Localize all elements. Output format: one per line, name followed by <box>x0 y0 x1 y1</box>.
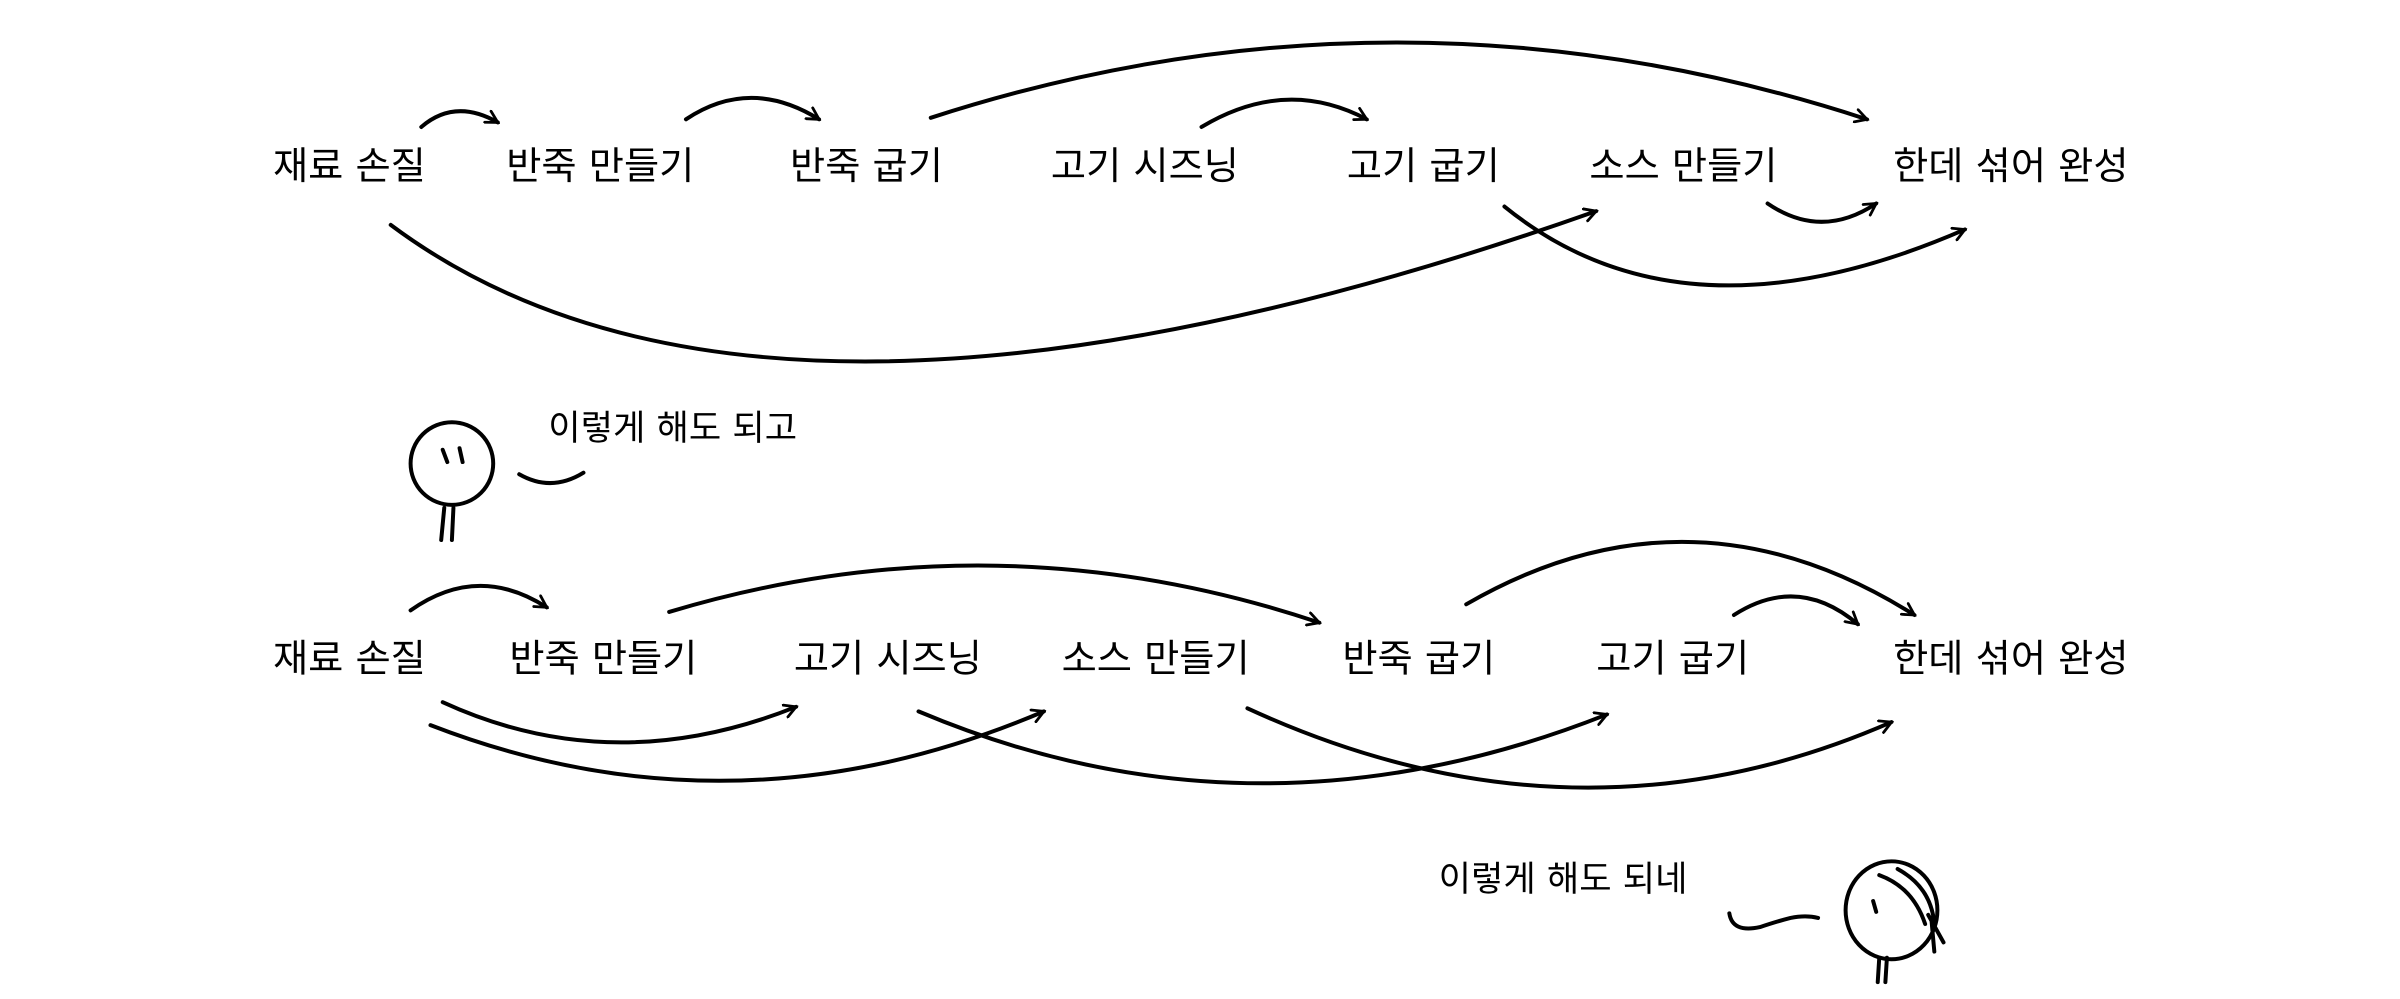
step-label: 반죽 만들기 <box>506 145 694 189</box>
step-label: 한데 섞어 완성 <box>1893 145 2128 189</box>
head-icon <box>1843 859 1940 962</box>
step-label: 재료 손질 <box>273 145 426 189</box>
arrow-dough-to-bake <box>683 96 819 122</box>
arrow-grill-to-finish <box>1731 594 1858 627</box>
step-label: 고기 시즈닝 <box>794 637 982 681</box>
arrow-grill-to-finish <box>1502 204 1964 288</box>
caption-a: 이렇게 해도 되고 <box>548 408 797 449</box>
arrow-bake-to-finish <box>928 40 1867 119</box>
eyes-icon <box>440 446 465 465</box>
arrow-bake-to-finish <box>1464 539 1914 617</box>
step-label: 고기 굽기 <box>1347 145 1500 189</box>
caption-b: 이렇게 해도 되네 <box>1439 859 1688 900</box>
step-label: 한데 섞어 완성 <box>1893 637 2128 681</box>
arrow-prep-to-dough <box>408 583 547 613</box>
stick-figure-boy <box>408 420 586 543</box>
arrow-prep-to-dough <box>419 109 497 129</box>
step-label: 소스 만들기 <box>1589 145 1777 189</box>
head-icon <box>408 420 496 507</box>
step-label: 재료 손질 <box>273 637 426 681</box>
hair-icon <box>1877 866 1946 954</box>
step-label: 고기 굽기 <box>1596 637 1749 681</box>
arrow-sauce-to-finish <box>1245 706 1891 790</box>
arrow-sauce-to-finish <box>1765 201 1877 224</box>
speech-mark-icon <box>517 470 586 486</box>
step-label: 소스 만들기 <box>1062 637 1250 681</box>
speech-mark-icon <box>1727 911 1821 931</box>
arrow-prep-to-sauce <box>388 211 1597 364</box>
arrow-prep-to-season <box>440 700 796 745</box>
flow-b: 재료 손질 반죽 만들기 고기 시즈닝 소스 만들기 반죽 굽기 고기 굽기 한… <box>273 539 2129 790</box>
step-label: 반죽 만들기 <box>509 637 697 681</box>
arrow-dough-to-bake <box>667 563 1319 623</box>
step-label: 고기 시즈닝 <box>1051 145 1239 189</box>
arrow-prep-to-sauce <box>428 711 1043 783</box>
legs-icon <box>1875 955 1889 985</box>
arrow-season-to-grill <box>916 709 1607 786</box>
stick-figure-girl <box>1727 859 1946 985</box>
arrow-season-to-grill <box>1199 97 1367 129</box>
legs-icon <box>439 505 456 543</box>
step-label: 반죽 굽기 <box>790 145 943 189</box>
flow-a: 재료 손질 반죽 만들기 반죽 굽기 고기 시즈닝 고기 굽기 소스 만들기 한… <box>273 40 2129 364</box>
step-label: 반죽 굽기 <box>1342 637 1495 681</box>
eye-icon <box>1871 899 1879 914</box>
